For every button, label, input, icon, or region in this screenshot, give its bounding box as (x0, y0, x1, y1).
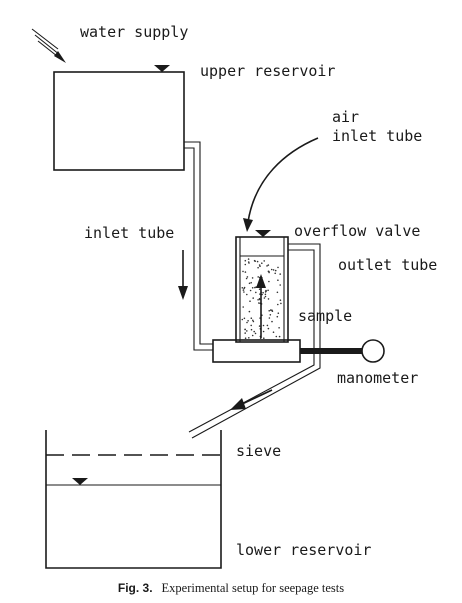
label-manometer: manometer (337, 369, 418, 387)
water-level-marker-upper (154, 65, 170, 72)
figure-caption: Fig. 3. Experimental setup for seepage t… (118, 579, 344, 596)
label-air: air (332, 108, 359, 126)
outlet-tube (188, 243, 321, 439)
water-level-marker-column (255, 230, 271, 237)
caption-text: Experimental setup for seepage tests (162, 581, 345, 595)
sample-column (235, 230, 289, 343)
label-sample: sample (298, 307, 352, 325)
label-air-inlet-tube: inlet tube (332, 127, 422, 145)
label-sieve: sieve (236, 442, 281, 460)
label-outlet-tube: outlet tube (338, 256, 437, 274)
inlet-flow-arrow (178, 250, 188, 300)
upper-reservoir (53, 65, 185, 171)
water-level-marker-lower (72, 478, 88, 485)
lower-reservoir (45, 430, 222, 569)
label-overflow-valve: overflow valve (294, 222, 420, 240)
air-inlet-tube (243, 137, 319, 232)
caption-prefix: Fig. 3. (118, 581, 153, 595)
label-upper-reservoir: upper reservoir (200, 62, 335, 80)
label-water-supply: water supply (80, 23, 188, 41)
water-supply-arrows (31, 28, 66, 63)
manometer (300, 339, 385, 363)
label-inlet-tube: inlet tube (84, 224, 174, 242)
inlet-tube (184, 141, 213, 351)
outlet-flow-arrow (230, 389, 273, 410)
sample-base (212, 339, 301, 363)
label-lower-reservoir: lower reservoir (236, 541, 371, 559)
upward-flow-arrow (256, 274, 266, 338)
